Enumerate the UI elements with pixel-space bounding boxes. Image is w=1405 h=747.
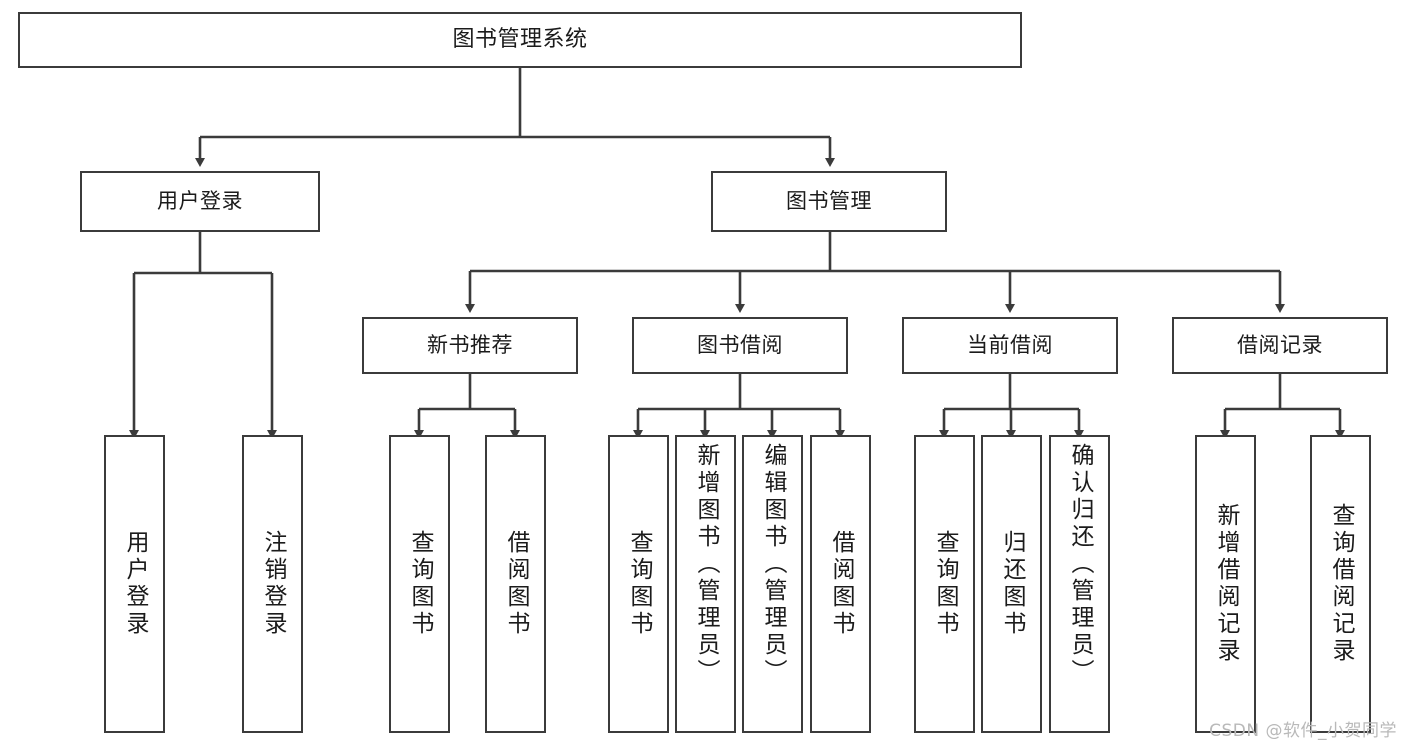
- node-borrow-record[interactable]: 借阅记录: [1172, 317, 1388, 374]
- leaf-book-borrow-edit[interactable]: 编辑图书（管理员）: [742, 435, 803, 733]
- node-label: 新增借阅记录: [1213, 503, 1239, 665]
- node-label: 图书借阅: [697, 333, 783, 357]
- node-current-borrow[interactable]: 当前借阅: [902, 317, 1118, 374]
- node-label: 图书管理: [786, 189, 872, 213]
- leaf-user-login-logout[interactable]: 注销登录: [242, 435, 303, 733]
- node-label: 借阅图书: [828, 530, 854, 638]
- node-label: 注销登录: [260, 530, 286, 638]
- node-label: 归还图书: [999, 530, 1025, 638]
- node-label: 新增图书（管理员）: [693, 443, 719, 686]
- node-label: 新书推荐: [427, 333, 513, 357]
- node-label: 用户登录: [157, 189, 243, 213]
- node-label: 查询图书: [626, 530, 652, 638]
- leaf-book-borrow-borrow[interactable]: 借阅图书: [810, 435, 871, 733]
- leaf-new-book-borrow[interactable]: 借阅图书: [485, 435, 546, 733]
- leaf-book-borrow-add[interactable]: 新增图书（管理员）: [675, 435, 736, 733]
- node-root-system[interactable]: 图书管理系统: [18, 12, 1022, 68]
- leaf-borrow-record-add[interactable]: 新增借阅记录: [1195, 435, 1256, 733]
- node-book-management[interactable]: 图书管理: [711, 171, 947, 232]
- node-label: 确认归还（管理员）: [1067, 443, 1093, 686]
- node-label: 查询图书: [407, 530, 433, 638]
- leaf-current-borrow-query[interactable]: 查询图书: [914, 435, 975, 733]
- node-label: 借阅图书: [503, 530, 529, 638]
- node-label: 图书管理系统: [452, 27, 588, 52]
- leaf-book-borrow-query[interactable]: 查询图书: [608, 435, 669, 733]
- node-user-login[interactable]: 用户登录: [80, 171, 320, 232]
- csdn-watermark: CSDN @软件_小贺同学: [1209, 721, 1397, 741]
- node-label: 借阅记录: [1237, 333, 1323, 357]
- leaf-user-login-login[interactable]: 用户登录: [104, 435, 165, 733]
- node-label: 用户登录: [122, 530, 148, 638]
- node-label: 查询图书: [932, 530, 958, 638]
- node-label: 当前借阅: [967, 333, 1053, 357]
- leaf-borrow-record-query[interactable]: 查询借阅记录: [1310, 435, 1371, 733]
- node-book-borrow[interactable]: 图书借阅: [632, 317, 848, 374]
- node-new-book-recommend[interactable]: 新书推荐: [362, 317, 578, 374]
- node-label: 编辑图书（管理员）: [760, 443, 786, 686]
- leaf-current-borrow-confirm-return[interactable]: 确认归还（管理员）: [1049, 435, 1110, 733]
- leaf-current-borrow-return[interactable]: 归还图书: [981, 435, 1042, 733]
- node-label: 查询借阅记录: [1328, 503, 1354, 665]
- leaf-new-book-query[interactable]: 查询图书: [389, 435, 450, 733]
